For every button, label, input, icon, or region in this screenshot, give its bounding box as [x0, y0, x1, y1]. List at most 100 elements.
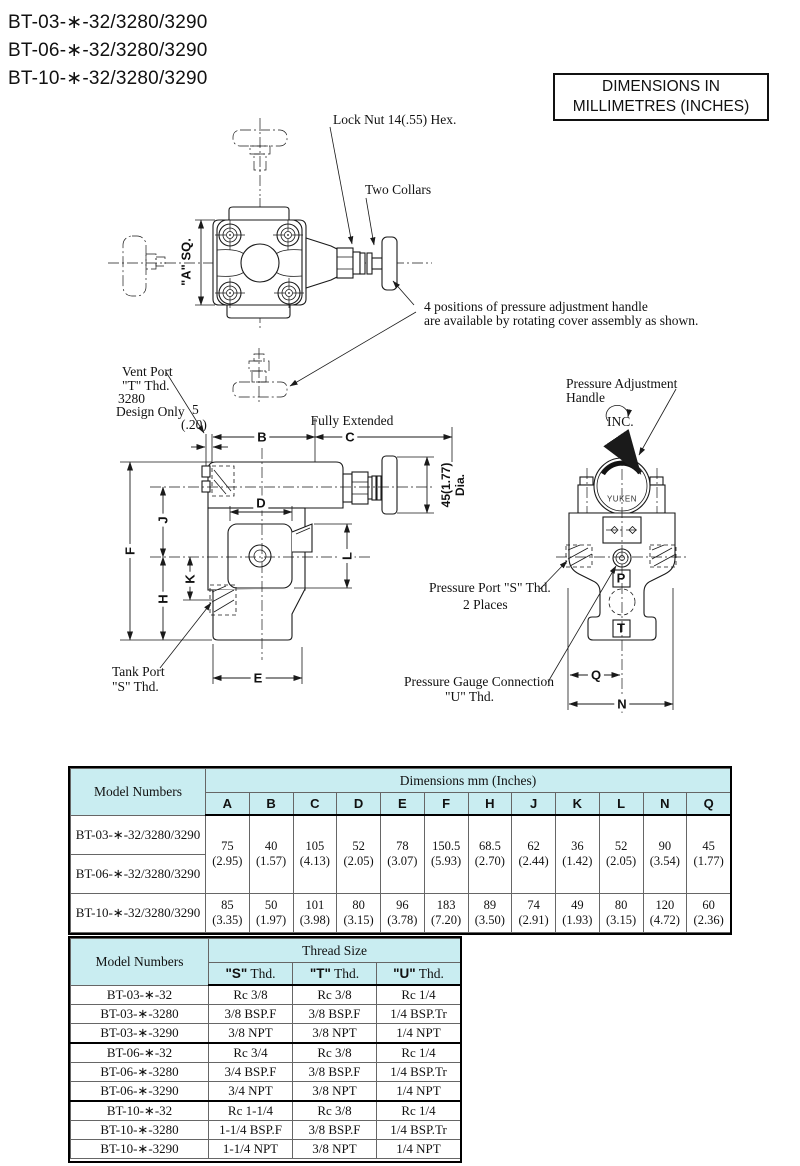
model-title-bt06: BT-06-∗-32/3280/3290	[8, 40, 208, 61]
thread-cell: 3/8 BSP.F	[292, 1062, 377, 1082]
dim-cell: 36(1.42)	[555, 814, 600, 894]
dimensions-note-line1: DIMENSIONS IN	[602, 78, 720, 95]
thread-cell: Rc 3/8	[292, 1042, 377, 1063]
dim-cell: 52(2.05)	[598, 814, 644, 894]
dim-h-label: H	[155, 591, 171, 607]
thread-row-model: BT-06-∗-3290	[70, 1081, 209, 1102]
dim-cell: 62(2.44)	[511, 814, 556, 894]
thread-cell: 1/4 NPT	[375, 1139, 462, 1159]
dim-5-in-label: (.20)	[181, 417, 207, 432]
gauge-leader	[547, 565, 617, 683]
thread-cell: 1-1/4 NPT	[208, 1139, 293, 1159]
phantom-handle-left	[122, 235, 166, 297]
cover-bolts	[215, 220, 304, 308]
tank-port-callout-line2: "S" Thd.	[112, 679, 159, 694]
thread-cell: 1/4 NPT	[375, 1023, 462, 1044]
table-row-model-bt06: BT-06-∗-32/3280/3290	[70, 853, 206, 894]
dia-text-label: Dia.	[453, 473, 467, 497]
thread-cell: Rc 3/4	[208, 1042, 293, 1063]
col-header-b: B	[248, 792, 294, 816]
thread-cell: 3/8 NPT	[208, 1023, 293, 1044]
tank-port-leader	[159, 602, 212, 669]
dim-cell: 150.5(5.93)	[423, 814, 469, 894]
dim-cell: 52(2.05)	[336, 814, 381, 894]
dim-cell: 80(3.15)	[336, 892, 381, 933]
vent-port-leader	[165, 371, 205, 434]
t-port-label: T	[617, 620, 625, 636]
dim-cell: 101(3.98)	[292, 892, 338, 933]
col-header-a: A	[205, 792, 250, 816]
handle-outer	[593, 457, 651, 515]
thread-cell: Rc 3/8	[292, 1100, 377, 1121]
dim-cell: 120(4.72)	[642, 892, 688, 933]
handle-leader	[638, 388, 677, 456]
dim-cell: 90(3.54)	[642, 814, 688, 894]
gauge-callout-line1: Pressure Gauge Connection	[404, 674, 554, 689]
thread-table-model-header: Model Numbers	[70, 938, 209, 986]
dim-cell: 78(3.07)	[380, 814, 425, 894]
dimensions-note-box: DIMENSIONS IN MILLIMETRES (INCHES)	[553, 73, 769, 121]
thread-row-model: BT-03-∗-32	[70, 984, 209, 1005]
dim-cell: 80(3.15)	[598, 892, 644, 933]
col-header-s-thd: "S" Thd.	[208, 962, 293, 986]
a-sq-label: "A" SQ.	[178, 238, 194, 286]
fully-extended-label: Fully Extended	[310, 413, 394, 428]
thread-cell: 1/4 BSP.Tr	[375, 1062, 462, 1082]
vent-port-callout-line2: "T" Thd.	[122, 378, 170, 393]
side-body	[207, 507, 306, 591]
col-header-u-thd: "U" Thd.	[375, 962, 462, 986]
dim-n-label: N	[614, 696, 630, 712]
dim-cell: 75(2.95)	[205, 814, 250, 894]
vent-port-phantom	[165, 348, 288, 434]
dim-cell: 85(3.35)	[205, 892, 250, 933]
dim-cell: 50(1.97)	[248, 892, 294, 933]
model-title-bt10: BT-10-∗-32/3280/3290	[8, 68, 208, 89]
dim-cell: 68.5(2.70)	[467, 814, 513, 894]
thread-cell: 3/8 BSP.F	[208, 1004, 293, 1024]
side-view	[120, 418, 453, 684]
dim-cell: 74(2.91)	[511, 892, 556, 933]
t-port-box	[612, 619, 631, 638]
dim-e-label: E	[250, 670, 266, 686]
col-header-l: L	[598, 792, 644, 816]
gauge-callout-line2: "U" Thd.	[445, 689, 495, 704]
side-inner-plate	[227, 523, 293, 589]
spring-chamber-circle	[608, 588, 636, 616]
two-collars-callout: Two Collars	[365, 182, 432, 197]
dimension-a-sq	[195, 219, 215, 306]
dimension-d	[229, 506, 293, 521]
col-header-f: F	[423, 792, 469, 816]
vent-port-callout-line4: Design Only	[116, 404, 185, 419]
thread-table-header: Thread Size	[207, 938, 462, 963]
model-title-bt03: BT-03-∗-32/3280/3290	[8, 12, 208, 33]
front-view	[539, 388, 688, 714]
dim-l-label: L	[339, 549, 355, 563]
two-collars-leader	[365, 197, 376, 246]
dim-cell: 49(1.93)	[555, 892, 600, 933]
col-header-t-thd: "T" Thd.	[292, 962, 377, 986]
thread-cell: Rc 1/4	[375, 1042, 462, 1063]
vent-port-callout-line3: 3280	[118, 391, 145, 406]
col-header-c: C	[292, 792, 338, 816]
dimension-45-dia	[397, 456, 434, 514]
dia-mm-label: 45(1.77)	[439, 462, 453, 508]
p-port-label: P	[616, 570, 626, 586]
pressure-adjustment-callout-line1: Pressure Adjustment	[566, 376, 678, 391]
p-port-box	[612, 569, 631, 588]
table-row-model-bt03: BT-03-∗-32/3280/3290	[70, 814, 206, 855]
vent-fitting	[201, 465, 235, 497]
dim-k-label: K	[182, 571, 198, 587]
pressure-adjustment-callout-line2: Handle	[566, 390, 605, 405]
thread-row-model: BT-10-∗-3280	[70, 1120, 209, 1140]
thread-cell: 3/4 NPT	[208, 1081, 293, 1102]
col-header-j: J	[511, 792, 556, 816]
thread-cell: Rc 1/4	[375, 984, 462, 1005]
dim-b-label: B	[254, 429, 270, 445]
inc-label: INC.	[607, 414, 634, 429]
pressure-port-leader	[539, 560, 568, 590]
side-lower-body	[212, 588, 306, 641]
phantom-handle-top	[232, 118, 288, 196]
col-header-e: E	[380, 792, 425, 816]
four-positions-callout-line2: are available by rotating cover assembly…	[424, 313, 699, 328]
thread-cell: 1/4 NPT	[375, 1081, 462, 1102]
